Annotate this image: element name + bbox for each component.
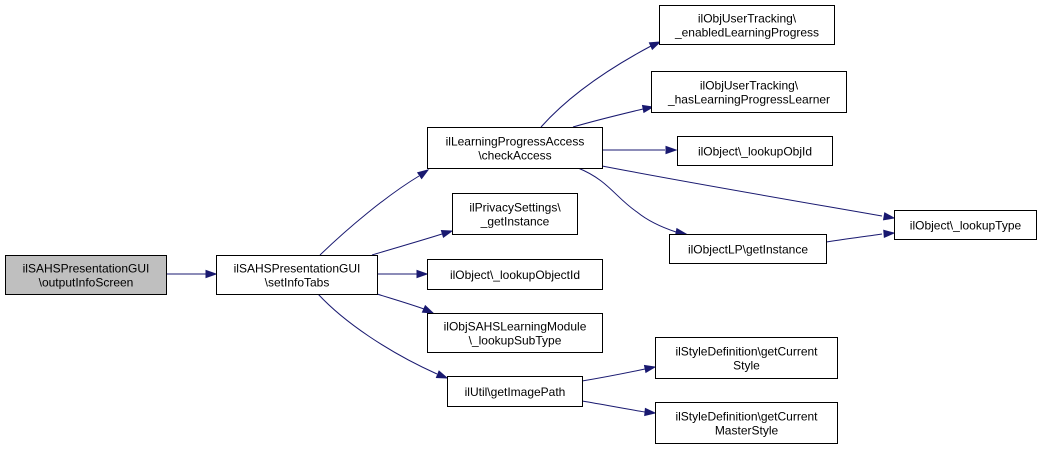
node-label-line: ilUtil\getImagePath <box>465 385 566 399</box>
node-set-info-tabs[interactable]: ilSAHSPresentationGUI\setInfoTabs <box>216 255 378 295</box>
arrowhead <box>665 145 678 155</box>
nodes-layer: ilSAHSPresentationGUI\outputInfoScreenil… <box>5 5 1037 444</box>
arrowhead <box>648 41 662 51</box>
node-box <box>655 402 838 444</box>
node-label-line: ilStyleDefinition\getCurrent <box>675 410 818 424</box>
node-check-access[interactable]: ilLearningProgressAccess\checkAccess <box>427 127 603 169</box>
node-label-line: ilStyleDefinition\getCurrent <box>675 345 818 359</box>
node-box <box>427 313 603 353</box>
node-label-line: \outputInfoScreen <box>39 276 134 290</box>
node-enabled-learning-progress[interactable]: ilObjUserTracking\_enabledLearningProgre… <box>659 5 835 45</box>
node-box <box>5 255 167 295</box>
node-has-lp-learner[interactable]: ilObjUserTracking\_hasLearningProgressLe… <box>651 71 847 113</box>
node-box <box>216 255 378 295</box>
node-privacy-get-instance[interactable]: ilPrivacySettings\_getInstance <box>452 193 578 235</box>
node-label-line: ilObject\_lookupObjId <box>698 145 812 159</box>
node-label-line: _hasLearningProgressLearner <box>667 93 830 107</box>
edge-output-info-screen-to-set-info-tabs <box>166 269 218 279</box>
node-box <box>655 337 838 379</box>
edge-set-info-tabs-to-lookup-object-id <box>377 269 429 279</box>
node-label-line: ilObjUserTracking\ <box>698 12 797 26</box>
node-get-image-path[interactable]: ilUtil\getImagePath <box>447 376 583 407</box>
node-label-line: \checkAccess <box>478 149 551 163</box>
edge-line <box>317 293 438 375</box>
edge-line <box>572 108 644 128</box>
node-box <box>659 5 835 45</box>
arrowhead <box>435 370 449 379</box>
edge-line <box>825 233 883 243</box>
edge-set-info-tabs-to-check-access <box>319 169 430 256</box>
edge-check-access-to-lp-get-instance <box>577 167 688 237</box>
arrowhead <box>205 269 218 279</box>
node-label-line: \setInfoTabs <box>265 276 330 290</box>
node-box <box>669 234 827 264</box>
node-lp-get-instance[interactable]: ilObjectLP\getInstance <box>669 234 827 264</box>
edge-check-access-to-lookup-type <box>601 165 896 221</box>
arrowhead <box>440 229 454 239</box>
node-label-line: ilObject\_lookupType <box>910 219 1022 233</box>
edge-check-access-to-lookup-obj-id <box>602 145 678 155</box>
edge-lp-get-instance-to-lookup-type <box>825 229 896 243</box>
arrowhead <box>641 104 655 114</box>
node-box <box>677 136 833 166</box>
node-box <box>651 71 847 113</box>
edge-line <box>540 45 652 128</box>
node-label-line: Style <box>733 359 760 373</box>
node-output-info-screen[interactable]: ilSAHSPresentationGUI\outputInfoScreen <box>5 255 167 295</box>
arrowhead <box>416 169 430 180</box>
edge-get-image-path-to-get-current-master-style <box>581 400 657 417</box>
node-box <box>447 376 583 407</box>
edge-get-image-path-to-get-current-style <box>581 364 657 382</box>
edge-check-access-to-has-lp-learner <box>572 104 655 128</box>
node-box <box>894 210 1037 240</box>
node-label-line: ilPrivacySettings\ <box>469 201 561 215</box>
edge-line <box>376 293 425 310</box>
edge-line <box>371 233 443 256</box>
arrowhead <box>882 212 896 221</box>
arrowhead <box>883 229 896 239</box>
arrowhead <box>416 269 429 279</box>
node-label-line: _enabledLearningProgress <box>674 26 819 40</box>
node-label-line: ilSAHSPresentationGUI <box>234 262 361 276</box>
node-lookup-obj-id[interactable]: ilObject\_lookupObjId <box>677 136 833 166</box>
node-box <box>452 193 578 235</box>
edge-line <box>581 400 646 413</box>
arrowhead <box>643 364 657 374</box>
arrowhead <box>644 407 657 417</box>
node-label-line: ilSAHSPresentationGUI <box>23 262 150 276</box>
node-label-line: ilObjectLP\getInstance <box>688 243 808 257</box>
arrowhead <box>421 304 435 314</box>
edge-line <box>577 167 677 233</box>
node-label-line: MasterStyle <box>715 424 779 438</box>
node-label-line: ilObjSAHSLearningModule <box>444 320 587 334</box>
node-label-line: ilLearningProgressAccess <box>446 135 585 149</box>
node-box <box>427 127 603 169</box>
edge-line <box>319 175 420 256</box>
node-label-line: \_lookupSubType <box>469 334 562 348</box>
node-lookup-type[interactable]: ilObject\_lookupType <box>894 210 1037 240</box>
edge-check-access-to-enabled-learning-progress <box>540 41 662 128</box>
edge-set-info-tabs-to-lookup-sub-type <box>376 293 435 314</box>
node-box <box>427 259 603 290</box>
edge-set-info-tabs-to-get-image-path <box>317 293 449 379</box>
node-lookup-sub-type[interactable]: ilObjSAHSLearningModule\_lookupSubType <box>427 313 603 353</box>
node-lookup-object-id[interactable]: ilObject\_lookupObjectId <box>427 259 603 290</box>
node-label-line: _getInstance <box>480 215 550 229</box>
node-label-line: ilObjUserTracking\ <box>700 79 799 93</box>
edge-line <box>601 165 883 217</box>
edges-layer <box>166 41 896 417</box>
edge-line <box>581 368 646 382</box>
edge-set-info-tabs-to-privacy-get-instance <box>371 229 454 256</box>
node-label-line: ilObject\_lookupObjectId <box>450 268 580 282</box>
